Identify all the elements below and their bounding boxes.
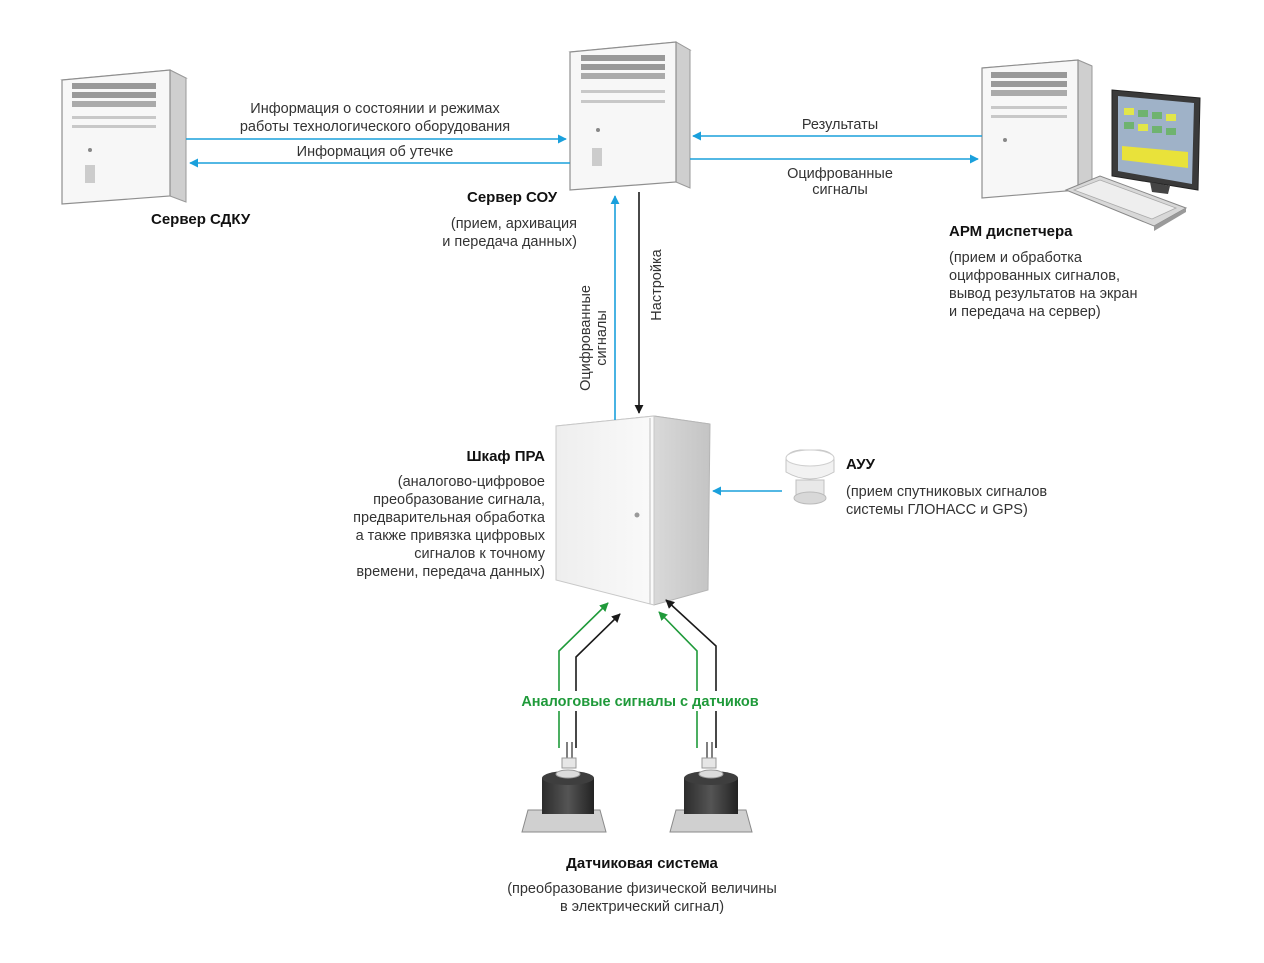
sdku-server-icon [60,69,188,205]
title-auu: АУУ [846,456,876,473]
label-analog-signals: Аналоговые сигналы с датчиков [521,694,758,710]
arrow-sensor-right-black [665,599,717,748]
desc-pra-line1: (аналогово-цифровое [398,474,545,490]
desc-pra-line6: времени, передача данных) [356,564,545,580]
arrow-sensor-left-green [558,602,609,748]
label-digitized-h-line1: Оцифрованные [787,166,893,182]
desc-auu-line1: (прием спутниковых сигналов [846,484,1047,500]
label-digitized-v-line2: сигналы [594,310,610,366]
label-setup: Настройка [649,248,665,320]
arrow-sensor-right-green [658,611,698,748]
desc-pra-line5: сигналов к точному [414,546,545,562]
desc-arm-line4: и передача на сервер) [949,304,1101,320]
label-sdku-info-line1: Информация о состоянии и режимах [250,101,500,117]
analog-label-backing [506,691,776,711]
desc-pra-line3: предварительная обработка [353,510,546,526]
label-digitized-h-line2: сигналы [812,182,868,198]
label-leak-info: Информация об утечке [297,144,454,160]
title-sou: Сервер СОУ [467,189,558,206]
desc-sensors-line1: (преобразование физической величины [507,881,777,897]
desc-pra-line4: а также привязка цифровых [356,528,546,544]
desc-arm-line2: оцифрованных сигналов, [949,268,1120,284]
sou-server-icon [568,41,692,191]
desc-arm-line1: (прием и обработка [949,250,1083,266]
desc-auu-line2: системы ГЛОНАСС и GPS) [846,502,1028,518]
desc-sou-line1: (прием, архивация [451,216,577,232]
title-sdku: Сервер СДКУ [151,211,251,228]
auu-antenna-icon [785,449,835,505]
pra-cabinet-icon [555,415,711,606]
arrow-sensor-left-black [575,613,621,748]
desc-pra-line2: преобразование сигнала, [373,492,545,508]
label-results: Результаты [802,117,878,133]
label-sdku-info-line2: работы технологического оборудования [240,119,510,135]
desc-sou-line2: и передача данных) [442,234,577,250]
label-digitized-v-line1: Оцифрованные [578,285,594,391]
title-arm: АРМ диспетчера [949,223,1073,240]
sensor-left-icon [521,742,607,833]
arm-workstation-icon [981,59,1201,231]
title-sensors: Датчиковая система [566,855,718,872]
desc-sensors-line2: в электрический сигнал) [560,899,724,915]
title-pra: Шкаф ПРА [466,448,545,465]
desc-arm-line3: вывод результатов на экран [949,286,1138,302]
sensor-right-icon [669,742,753,833]
